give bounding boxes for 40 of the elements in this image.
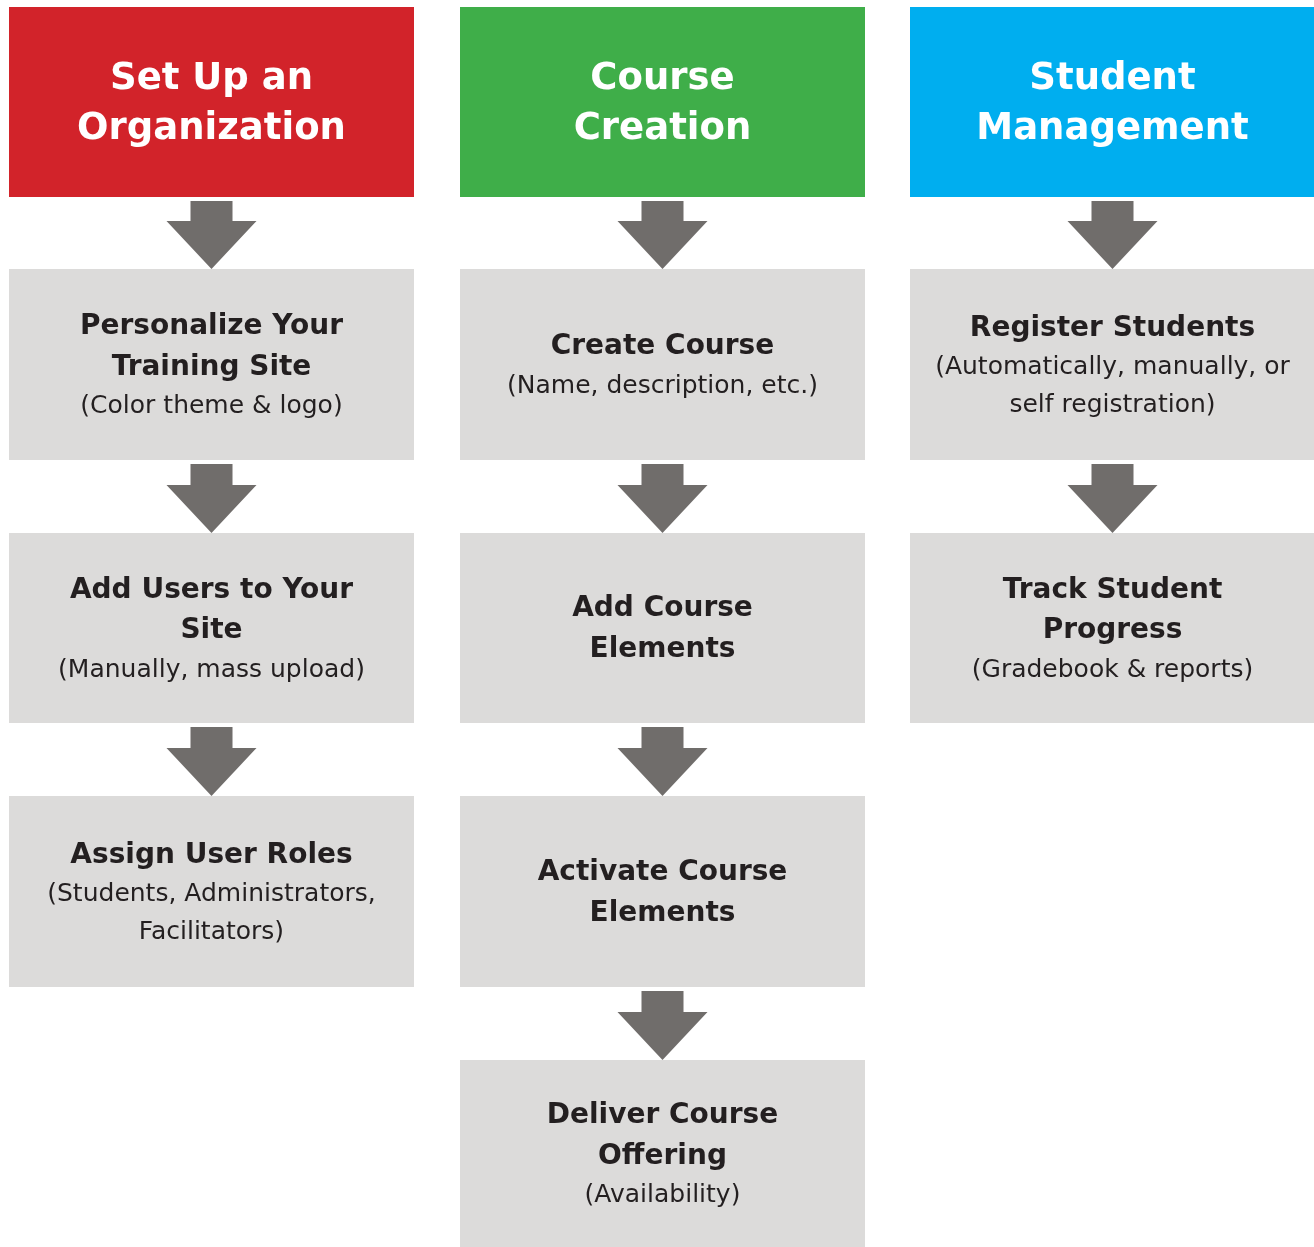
step-note: (Name, description, etc.) [507,369,818,402]
step-title: Add Users to Your Site [68,570,355,648]
step-box [9,796,414,987]
step-box [460,796,865,987]
step-note: (Color theme & logo) [80,389,343,422]
step-box [910,269,1314,460]
block-arrow [617,991,708,1060]
step-box [910,533,1314,723]
block-arrow [166,727,257,796]
header-text: Student Management [975,54,1250,150]
block-arrow [166,201,257,269]
header-text: Set Up an Organization [76,54,347,150]
step-box [460,1060,865,1247]
header-text: Course Creation [572,54,753,150]
step-note: (Automatically, manually, or self registration) [934,350,1291,420]
step-box [460,269,865,460]
step-note: (Availability) [584,1178,741,1211]
step-title: Register Students [969,308,1256,345]
step-box [9,269,414,460]
block-arrow [1067,464,1158,533]
block-arrow [617,464,708,533]
step-title: Personalize Your Training Site [79,307,344,384]
block-arrow [166,464,257,533]
step-box [9,533,414,723]
block-arrow [1067,201,1158,269]
step-note: (Students, Administrators, Facilitators) [46,877,377,947]
step-title: Add Course Elements [571,589,754,666]
block-arrow [617,201,708,269]
column-header [910,7,1314,197]
column-header [460,7,865,197]
step-note: (Manually, mass upload) [58,652,365,685]
column-header [9,7,414,197]
step-box [460,533,865,723]
step-title: Create Course [550,327,775,364]
step-title: Activate Course Elements [536,852,789,930]
step-title: Deliver Course Offering [545,1096,780,1173]
step-title: Track Student Progress [1001,570,1224,648]
step-title: Assign User Roles [70,835,353,872]
block-arrow [617,727,708,796]
step-note: (Gradebook & reports) [971,652,1254,685]
